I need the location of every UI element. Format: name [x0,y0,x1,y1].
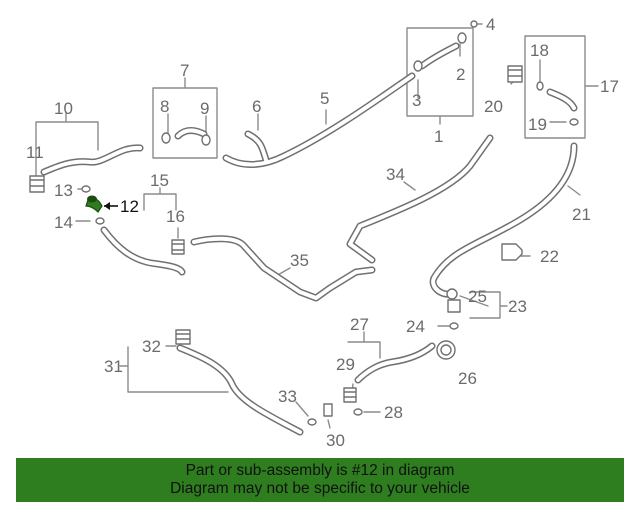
ring-14 [95,217,105,225]
fitting-30 [323,403,333,417]
cap-11 [29,175,45,193]
callout-28[interactable]: 28 [384,403,403,422]
callout-7[interactable]: 7 [180,61,189,80]
callout-12[interactable]: 12 [120,197,139,216]
callout-18[interactable]: 18 [530,41,549,60]
callout-5[interactable]: 5 [320,89,329,108]
ring-2 [457,32,467,44]
bracket-23 [469,291,508,319]
highlight-part-12[interactable] [85,195,103,213]
ring-19 [569,118,579,126]
callout-16[interactable]: 16 [166,207,185,226]
ring-8 [161,132,171,144]
callout-35[interactable]: 35 [290,251,309,270]
cap-16 [171,239,185,255]
box-group-17 [524,35,586,139]
diagram-canvas: 1 2 3 4 5 6 7 8 9 10 11 12 13 14 15 16 1… [26,0,619,450]
leader-lines-box [167,23,567,239]
callout-24[interactable]: 24 [406,317,425,336]
leader-hidden [100,0,567,238]
callout-19[interactable]: 19 [528,115,547,134]
bracket-10 [35,111,99,139]
fitting-23 [447,299,461,313]
leader-25 [459,295,489,307]
callout-27[interactable]: 27 [350,315,369,334]
callout-17[interactable]: 17 [600,77,619,96]
callout-29[interactable]: 29 [336,355,355,374]
callout-33[interactable]: 33 [278,387,297,406]
callout-30[interactable]: 30 [326,431,345,450]
callout-21[interactable]: 21 [572,205,591,224]
cap-20 [507,65,523,83]
ring-13 [81,185,91,193]
cap-26-inner [440,344,452,356]
arrow-12 [104,202,110,210]
callouts: 1 2 3 4 5 6 7 8 9 10 11 12 13 14 15 16 1… [26,15,619,450]
callout-8[interactable]: 8 [160,97,169,116]
ring-3 [413,60,423,72]
pipe-5 [222,72,416,168]
callout-32[interactable]: 32 [142,337,161,356]
callout-10[interactable]: 10 [54,99,73,118]
callout-31[interactable]: 31 [104,357,123,376]
cap-29 [343,387,357,403]
callout-23[interactable]: 23 [508,297,527,316]
callout-9[interactable]: 9 [200,99,209,118]
ring-24 [449,322,459,330]
callout-22[interactable]: 22 [540,247,559,266]
callout-1[interactable]: 1 [434,127,443,146]
clamp-25 [446,288,458,300]
callout-3[interactable]: 3 [412,91,421,110]
cap-32 [175,329,191,345]
notice-line-1: Part or sub-assembly is #12 in diagram [185,462,455,479]
pipe-35 [190,235,376,302]
callout-20[interactable]: 20 [484,97,503,116]
callout-14[interactable]: 14 [54,213,73,232]
ring-4 [470,20,478,28]
callout-15[interactable]: 15 [150,171,169,190]
callout-2[interactable]: 2 [456,65,465,84]
bracket-15 [143,187,177,211]
callout-4[interactable]: 4 [486,15,495,34]
bracket-27 [347,331,381,359]
leader-21 [567,185,581,196]
pipe-21 [429,142,578,298]
ring-33 [307,418,317,426]
ring-9 [201,134,211,146]
callout-34[interactable]: 34 [386,165,405,184]
callout-13[interactable]: 13 [54,181,73,200]
notice-line-2: Diagram may not be specific to your vehi… [170,480,470,497]
notice-banner: Part or sub-assembly is #12 in diagram D… [16,458,624,502]
ring-28 [353,408,363,416]
callout-6[interactable]: 6 [252,97,261,116]
bracket-31 [119,346,229,393]
connector-22 [501,243,523,261]
callout-25[interactable]: 25 [468,287,487,306]
ring-18 [536,81,544,91]
callout-11[interactable]: 11 [26,143,44,162]
callout-26[interactable]: 26 [458,369,477,388]
